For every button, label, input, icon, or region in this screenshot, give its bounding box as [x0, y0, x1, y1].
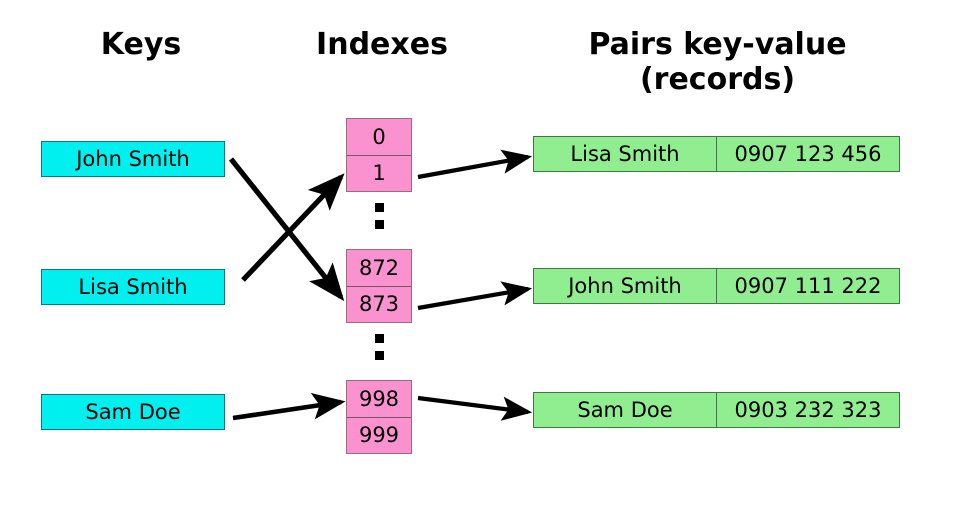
key-label: Sam Doe	[85, 399, 181, 424]
arrow-index-873-to-record-john-smith	[417, 281, 533, 311]
record-box-john-smith[interactable]: John Smith 0907 111 222	[533, 268, 900, 304]
ellipsis-dot	[374, 203, 384, 212]
column-heading-keys: Keys	[100, 27, 182, 62]
key-label: Lisa Smith	[78, 274, 188, 299]
record-value-cell: 0907 123 456	[717, 137, 899, 171]
index-label: 872	[358, 255, 400, 280]
record-key-cell: John Smith	[534, 269, 717, 303]
record-key-label: Sam Doe	[577, 397, 673, 422]
key-box-lisa-smith[interactable]: Lisa Smith	[41, 269, 225, 305]
column-heading-pairs-line2: (records)	[639, 62, 796, 98]
index-group-top: 0 1	[346, 118, 412, 192]
arrow-sam-doe-to-index-998	[232, 392, 346, 421]
index-cell-0[interactable]: 0	[347, 119, 411, 155]
index-label: 998	[358, 386, 400, 411]
key-label: John Smith	[76, 146, 190, 171]
column-heading-pairs-line1: Pairs key-value	[588, 27, 847, 62]
record-value-cell: 0907 111 222	[717, 269, 899, 303]
index-label: 1	[372, 161, 386, 185]
column-heading-pairs-key-value: Pairs key-value (records)	[525, 27, 910, 98]
arrow-index-1-to-record-lisa-smith	[417, 149, 533, 180]
arrow-lisa-smith-to-index-1	[241, 173, 345, 282]
record-value-label: 0903 232 323	[734, 397, 882, 422]
arrow-john-smith-to-index-873	[228, 157, 345, 302]
record-key-label: Lisa Smith	[570, 141, 680, 166]
index-cell-873[interactable]: 873	[347, 286, 411, 322]
record-key-cell: Lisa Smith	[534, 137, 717, 171]
index-label: 0	[372, 124, 386, 149]
ellipsis-dot	[374, 351, 384, 360]
record-box-lisa-smith[interactable]: Lisa Smith 0907 123 456	[533, 136, 900, 172]
column-heading-indexes: Indexes	[316, 27, 448, 62]
record-key-cell: Sam Doe	[534, 393, 717, 427]
key-box-sam-doe[interactable]: Sam Doe	[41, 394, 225, 430]
arrow-index-998-to-record-sam-doe	[417, 395, 533, 421]
index-group-bottom: 998 999	[346, 380, 412, 454]
record-value-label: 0907 111 222	[734, 273, 882, 298]
ellipsis-dot	[374, 220, 384, 229]
record-value-label: 0907 123 456	[734, 141, 882, 166]
index-label: 999	[358, 423, 400, 447]
vertical-ellipsis-icon	[372, 203, 386, 229]
key-box-john-smith[interactable]: John Smith	[41, 141, 225, 177]
index-group-middle: 872 873	[346, 249, 412, 323]
index-cell-998[interactable]: 998	[347, 381, 411, 417]
ellipsis-dot	[374, 334, 384, 343]
record-value-cell: 0903 232 323	[717, 393, 899, 427]
index-label: 873	[358, 292, 400, 316]
record-key-label: John Smith	[568, 273, 682, 298]
index-cell-872[interactable]: 872	[347, 250, 411, 286]
index-cell-999[interactable]: 999	[347, 417, 411, 453]
record-box-sam-doe[interactable]: Sam Doe 0903 232 323	[533, 392, 900, 428]
vertical-ellipsis-icon	[372, 334, 386, 360]
index-cell-1[interactable]: 1	[347, 155, 411, 191]
